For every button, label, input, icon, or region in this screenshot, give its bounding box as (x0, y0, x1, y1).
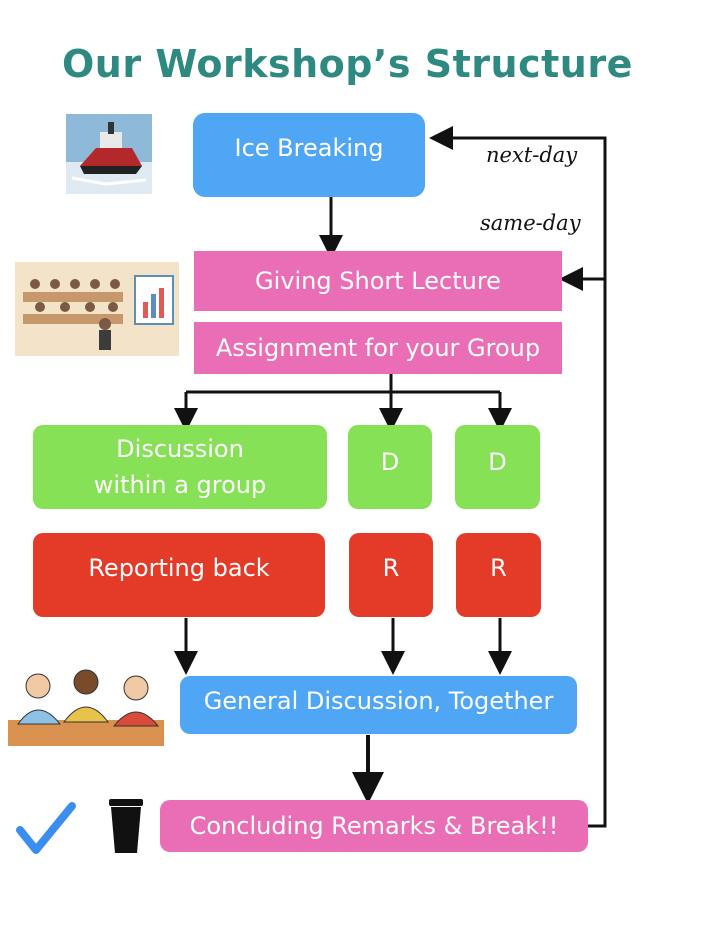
short-lecture-label: Giving Short Lecture (255, 266, 501, 295)
reporting-r1-label: R (382, 553, 400, 582)
short-lecture-box: Giving Short Lecture (194, 251, 562, 311)
discussion-d2-label: D (488, 447, 507, 476)
people-discussion-image (8, 669, 164, 746)
check-icon (16, 802, 76, 854)
discussion-d1-label: D (380, 447, 400, 476)
coffee-cup-icon (109, 799, 143, 853)
lecture-classroom-image (15, 262, 179, 356)
general-discussion-box: General Discussion, Together (180, 676, 577, 734)
discussion-label: Discussion within a group (93, 435, 267, 499)
reporting-label: Reporting back (88, 553, 270, 582)
discussion-d2-box: D (455, 425, 540, 509)
general-discussion-label: General Discussion, Together (203, 686, 554, 715)
assignment-label: Assignment for your Group (215, 333, 541, 362)
ice-breaking-box: Ice Breaking (193, 113, 425, 197)
same-day-label: same-day (480, 211, 581, 235)
reporting-r2-label: R (490, 553, 507, 582)
concluding-box: Concluding Remarks & Break!! (160, 800, 588, 852)
ice-breaking-label: Ice Breaking (234, 133, 384, 162)
discussion-box: Discussion within a group (33, 425, 327, 509)
next-day-label: next-day (486, 143, 578, 167)
concluding-label: Concluding Remarks & Break!! (189, 811, 559, 840)
assignment-box: Assignment for your Group (194, 322, 562, 374)
discussion-d1-box: D (348, 425, 432, 509)
page-title: Our Workshop’s Structure (62, 42, 633, 86)
reporting-r1-box: R (349, 533, 433, 617)
icebreaker-ship-image (66, 114, 152, 194)
reporting-r2-box: R (456, 533, 541, 617)
reporting-box: Reporting back (33, 533, 325, 617)
